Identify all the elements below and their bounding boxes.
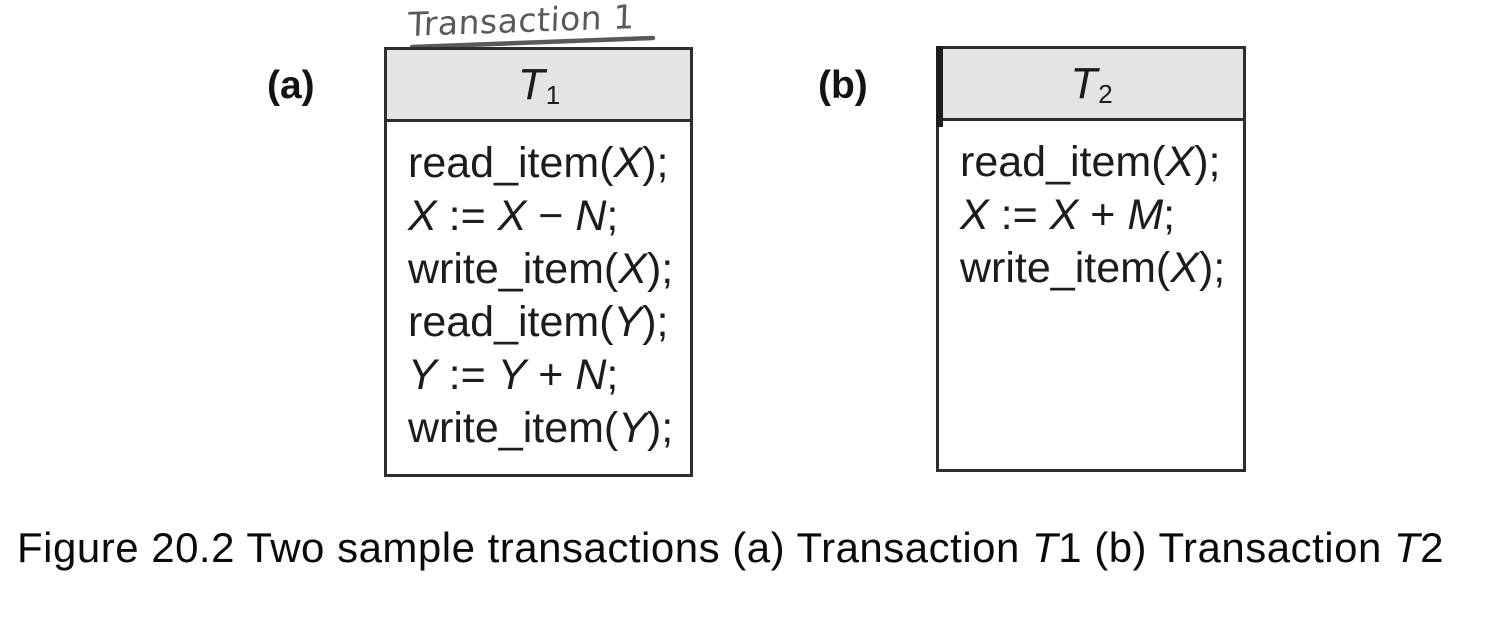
code-line: X := X − N; xyxy=(408,192,619,240)
code-line: write_item(X); xyxy=(408,245,674,293)
code-line: write_item(Y); xyxy=(408,404,674,452)
panel-label-b: (b) xyxy=(818,64,868,107)
caption-t2-italic: T xyxy=(1394,524,1421,571)
code-line: write_item(X); xyxy=(960,244,1226,292)
code-line: X := X + M; xyxy=(960,191,1176,239)
code-line: read_item(X); xyxy=(408,139,669,187)
figure-caption: Figure 20.2 Two sample transactions (a) … xyxy=(17,524,1444,572)
transaction-t1-operations: read_item(X); X := X − N; write_item(X);… xyxy=(387,122,690,455)
caption-text-2: 1 (b) Transaction xyxy=(1058,524,1394,571)
code-line: read_item(Y); xyxy=(408,298,669,346)
transaction-t1-name: T xyxy=(517,59,545,109)
handwritten-annotation: Transaction 1 xyxy=(407,0,678,53)
caption-t1-italic: T xyxy=(1032,524,1059,571)
panel-label-a: (a) xyxy=(267,64,315,107)
transaction-t2-operations: read_item(X); X := X + M; write_item(X); xyxy=(939,121,1243,295)
header-left-edge xyxy=(936,46,943,127)
caption-text-1: Figure 20.2 Two sample transactions (a) … xyxy=(17,524,1033,571)
code-line: Y := Y + N; xyxy=(408,351,619,399)
code-line: read_item(X); xyxy=(960,138,1221,186)
transaction-t2-name: T xyxy=(1070,58,1098,108)
handwritten-underline-stroke xyxy=(410,35,656,50)
caption-text-3: 2 xyxy=(1420,524,1445,571)
